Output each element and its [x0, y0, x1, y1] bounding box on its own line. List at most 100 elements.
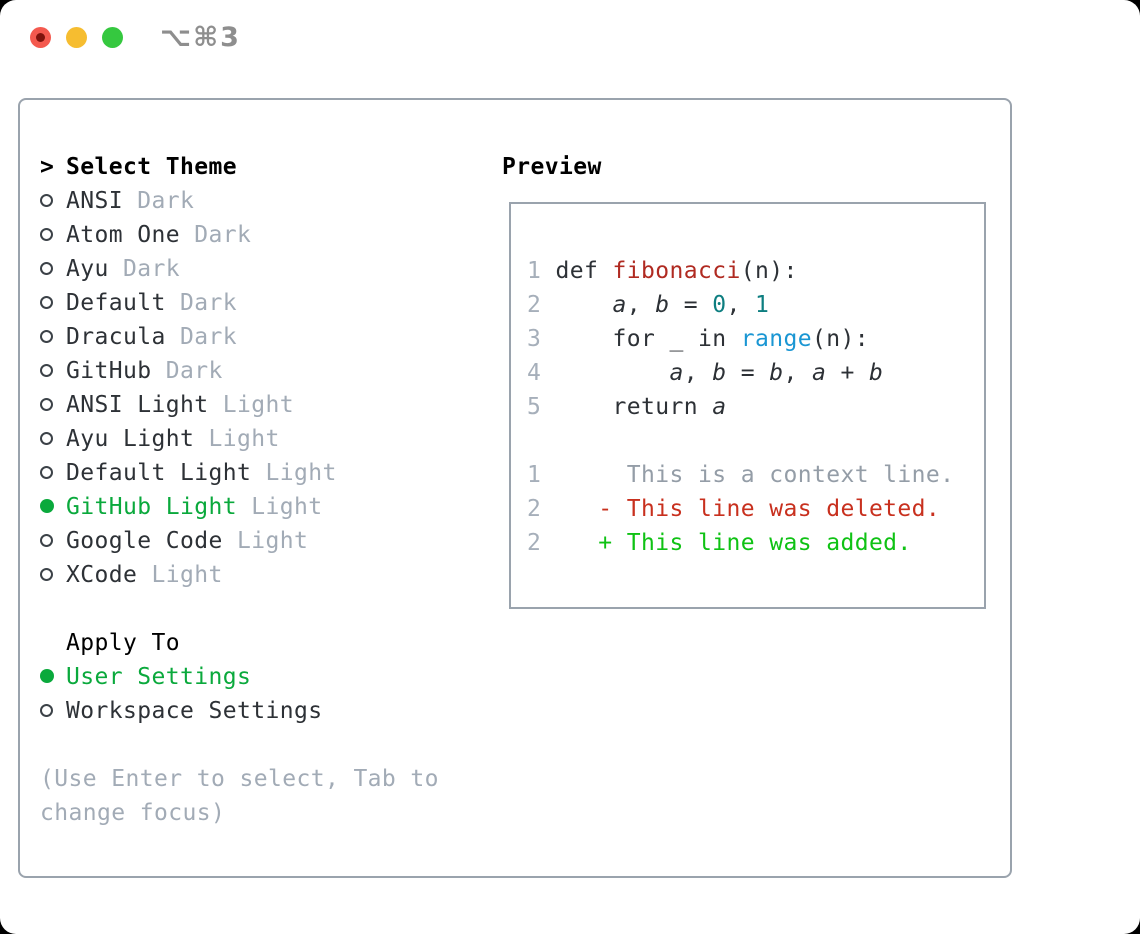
code-token: ,	[683, 360, 713, 386]
radio-icon	[40, 329, 53, 343]
code-token: a	[712, 394, 727, 420]
theme-variant-label: Dark	[194, 222, 252, 248]
code-token: 0	[712, 292, 727, 318]
titlebar: ⌥⌘3	[30, 22, 241, 53]
diff-text: + This line was added.	[555, 530, 912, 556]
diff-text: This is a context line.	[555, 462, 955, 488]
code-token: =	[669, 292, 713, 318]
diff-line: 2 + This line was added.	[527, 526, 968, 560]
radio-icon	[40, 703, 53, 717]
theme-option[interactable]: XCode Light	[40, 558, 480, 592]
theme-option[interactable]: Atom One Dark	[40, 218, 480, 252]
code-token	[556, 292, 613, 318]
radio-icon	[40, 261, 53, 275]
traffic-light-close-button[interactable]	[30, 26, 51, 48]
theme-option[interactable]: Dracula Dark	[40, 320, 480, 354]
spacer	[123, 188, 137, 214]
radio-selected-icon	[40, 499, 54, 513]
diff-text: - This line was deleted.	[555, 496, 941, 522]
radio-icon	[40, 397, 53, 411]
diff-line: 2 - This line was deleted.	[527, 492, 968, 526]
hint-line-1: (Use Enter to select, Tab to	[40, 766, 439, 792]
theme-option[interactable]: GitHub Dark	[40, 354, 480, 388]
code-token: +	[826, 360, 869, 386]
line-number: 1	[527, 258, 542, 284]
code-line: 1 def fibonacci(n):	[527, 254, 968, 288]
radio-icon	[40, 431, 53, 445]
theme-option[interactable]: Default Light Light	[40, 456, 480, 490]
theme-option-label: Atom One	[66, 222, 180, 248]
code-line: 3 for _ in range(n):	[527, 322, 968, 356]
theme-option-label: Ayu	[66, 256, 109, 282]
apply-to-option[interactable]: Workspace Settings	[40, 694, 480, 728]
radio-icon	[40, 295, 53, 309]
code-token: ,	[783, 360, 812, 386]
code-token: range	[740, 326, 812, 352]
theme-option[interactable]: Ayu Light Light	[40, 422, 480, 456]
spacer	[40, 592, 480, 626]
spacer	[109, 256, 123, 282]
diff-line: 1 This is a context line.	[527, 458, 968, 492]
traffic-light-minimize-button[interactable]	[66, 26, 87, 48]
code-token: return	[555, 394, 713, 420]
code-token: b	[655, 292, 670, 318]
spacer	[527, 424, 968, 458]
line-number: 4	[527, 360, 542, 386]
theme-variant-label: Light	[236, 528, 309, 554]
line-number: 3	[527, 326, 542, 352]
code-token: =	[726, 360, 770, 386]
preview-column: Preview 1 def fibonacci(n): 2 a, b = 0, 1…	[480, 150, 1010, 826]
theme-option[interactable]: ANSI Light Light	[40, 388, 480, 422]
code-token: fibonacci	[612, 258, 741, 284]
theme-option-label: ANSI	[66, 188, 123, 214]
radio-icon	[40, 227, 53, 241]
window-shortcut-label: ⌥⌘3	[160, 21, 241, 53]
code-token: b	[769, 360, 784, 386]
code-token	[556, 360, 670, 386]
code-token: ,	[726, 292, 755, 318]
spacer	[166, 324, 180, 350]
spacer	[223, 528, 237, 554]
code-token: (n):	[811, 326, 869, 352]
theme-option[interactable]: Google Code Light	[40, 524, 480, 558]
spacer	[251, 460, 265, 486]
code-token: b	[868, 360, 884, 386]
select-theme-heading-label: Select Theme	[66, 154, 237, 180]
theme-option[interactable]: Default Dark	[40, 286, 480, 320]
theme-option-label: Ayu Light	[66, 426, 195, 452]
code-token: a	[669, 360, 684, 386]
apply-to-option[interactable]: User Settings	[40, 660, 480, 694]
code-token: b	[712, 360, 727, 386]
spacer	[237, 494, 251, 520]
traffic-light-zoom-button[interactable]	[102, 26, 123, 48]
theme-variant-label: Light	[222, 392, 294, 418]
preview-heading: Preview	[502, 154, 602, 180]
radio-selected-icon	[40, 669, 54, 683]
spacer	[194, 426, 208, 452]
apply-to-option-label: User Settings	[66, 664, 252, 690]
apply-to-option-label: Workspace Settings	[66, 698, 323, 724]
cursor-icon: >	[40, 154, 55, 180]
theme-option-label: XCode	[66, 562, 138, 588]
theme-option[interactable]: Ayu Dark	[40, 252, 480, 286]
code-token: ,	[626, 292, 656, 318]
radio-icon	[40, 533, 53, 547]
radio-icon	[40, 567, 53, 581]
radio-icon	[40, 363, 53, 377]
line-number: 2	[527, 496, 542, 522]
code-token: for _ in	[555, 326, 741, 352]
theme-option[interactable]: GitHub Light Light	[40, 490, 480, 524]
theme-variant-label: Dark	[179, 324, 237, 350]
spacer	[166, 290, 180, 316]
line-number: 2	[527, 292, 542, 318]
hint-line-2: change focus)	[40, 800, 226, 826]
theme-option-label: Default Light	[66, 460, 252, 486]
code-token: a	[811, 360, 827, 386]
select-theme-heading: > Select Theme	[40, 150, 480, 184]
theme-option[interactable]: ANSI Dark	[40, 184, 480, 218]
